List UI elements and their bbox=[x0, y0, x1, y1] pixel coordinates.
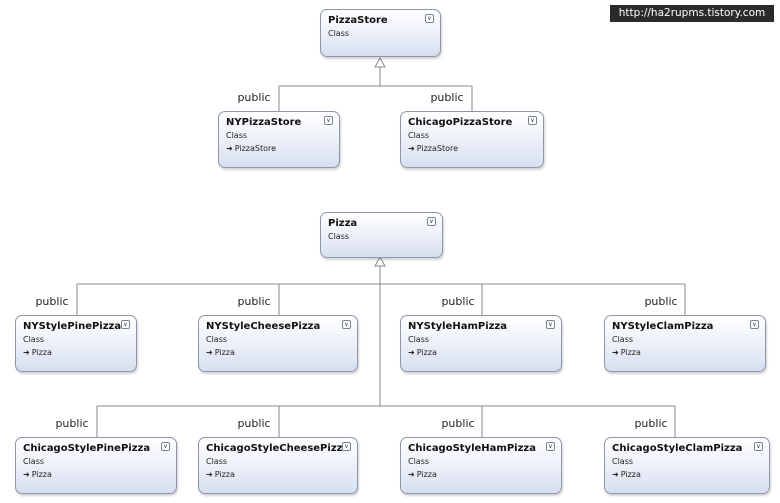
class-box-nystylecheesepizza[interactable]: NYStyleCheesePizza Class ➜Pizza ∨ bbox=[198, 315, 358, 372]
inherit-arrow-icon: ➜ bbox=[408, 470, 415, 479]
relation-label: public bbox=[35, 295, 69, 308]
class-name: ChicagoStyleCheesePizza bbox=[206, 443, 350, 454]
class-kind: Class bbox=[328, 29, 350, 38]
class-kind: Class bbox=[612, 457, 634, 466]
class-name: PizzaStore bbox=[328, 15, 388, 26]
class-name: ChicagoStyleClamPizza bbox=[612, 443, 743, 454]
class-box-nypizzastore[interactable]: NYPizzaStore Class ➜PizzaStore ∨ bbox=[218, 111, 340, 168]
double-chevron-down-icon[interactable]: ∨ bbox=[754, 442, 763, 451]
class-box-nystylepinepizza[interactable]: NYStylePinePizza Class ➜Pizza ∨ bbox=[15, 315, 137, 372]
relation-label: public bbox=[55, 417, 89, 430]
double-chevron-down-icon[interactable]: ∨ bbox=[121, 320, 130, 329]
class-name: NYStyleClamPizza bbox=[612, 321, 714, 332]
double-chevron-down-icon[interactable]: ∨ bbox=[342, 442, 351, 451]
base-class-ref: ➜Pizza bbox=[206, 348, 235, 357]
inherit-arrow-icon: ➜ bbox=[408, 348, 415, 357]
class-box-chicagostylehampizza[interactable]: ChicagoStyleHamPizza Class ➜Pizza ∨ bbox=[400, 437, 562, 494]
relation-label: public bbox=[634, 417, 668, 430]
class-name: NYStyleHamPizza bbox=[408, 321, 508, 332]
double-chevron-down-icon[interactable]: ∨ bbox=[427, 217, 436, 226]
double-chevron-down-icon[interactable]: ∨ bbox=[425, 14, 434, 23]
double-chevron-down-icon[interactable]: ∨ bbox=[161, 442, 170, 451]
double-chevron-down-icon[interactable]: ∨ bbox=[546, 320, 555, 329]
class-name: Pizza bbox=[328, 218, 358, 229]
class-kind: Class bbox=[206, 335, 228, 344]
class-kind: Class bbox=[408, 457, 430, 466]
class-box-pizza[interactable]: Pizza Class ∨ bbox=[320, 212, 443, 258]
inherit-arrow-icon: ➜ bbox=[612, 470, 619, 479]
class-name: ChicagoStyleHamPizza bbox=[408, 443, 536, 454]
inheritance-arrowhead-bottom bbox=[374, 255, 386, 267]
class-box-chicagostyleclampizza[interactable]: ChicagoStyleClamPizza Class ➜Pizza ∨ bbox=[604, 437, 770, 494]
class-name: NYStylePinePizza bbox=[23, 321, 122, 332]
class-kind: Class bbox=[328, 232, 350, 241]
class-box-nystyleclampizza[interactable]: NYStyleClamPizza Class ➜Pizza ∨ bbox=[604, 315, 766, 372]
inherit-arrow-icon: ➜ bbox=[408, 144, 415, 153]
inherit-arrow-icon: ➜ bbox=[23, 470, 30, 479]
class-box-pizzastore[interactable]: PizzaStore Class ∨ bbox=[320, 9, 441, 57]
class-kind: Class bbox=[612, 335, 634, 344]
base-class-ref: ➜Pizza bbox=[408, 348, 437, 357]
class-name: NYPizzaStore bbox=[226, 117, 302, 128]
class-box-chicagopizzastore[interactable]: ChicagoPizzaStore Class ➜PizzaStore ∨ bbox=[400, 111, 544, 168]
relation-label: public bbox=[237, 91, 271, 104]
base-class-ref: ➜Pizza bbox=[612, 470, 641, 479]
double-chevron-down-icon[interactable]: ∨ bbox=[528, 116, 537, 125]
double-chevron-down-icon[interactable]: ∨ bbox=[546, 442, 555, 451]
double-chevron-down-icon[interactable]: ∨ bbox=[342, 320, 351, 329]
base-class-ref: ➜Pizza bbox=[206, 470, 235, 479]
class-kind: Class bbox=[408, 131, 430, 140]
class-name: ChicagoPizzaStore bbox=[408, 117, 513, 128]
inherit-arrow-icon: ➜ bbox=[23, 348, 30, 357]
double-chevron-down-icon[interactable]: ∨ bbox=[750, 320, 759, 329]
class-kind: Class bbox=[23, 335, 45, 344]
class-name: ChicagoStylePinePizza bbox=[23, 443, 151, 454]
double-chevron-down-icon[interactable]: ∨ bbox=[324, 116, 333, 125]
relation-label: public bbox=[237, 417, 271, 430]
relation-label: public bbox=[441, 417, 475, 430]
class-kind: Class bbox=[23, 457, 45, 466]
base-class-ref: ➜Pizza bbox=[408, 470, 437, 479]
class-name: NYStyleCheesePizza bbox=[206, 321, 321, 332]
inherit-arrow-icon: ➜ bbox=[226, 144, 233, 153]
inherit-arrow-icon: ➜ bbox=[612, 348, 619, 357]
inherit-arrow-icon: ➜ bbox=[206, 348, 213, 357]
class-box-chicagostylecheesepizza[interactable]: ChicagoStyleCheesePizza Class ➜Pizza ∨ bbox=[198, 437, 358, 494]
base-class-ref: ➜PizzaStore bbox=[408, 144, 459, 153]
relation-label: public bbox=[430, 91, 464, 104]
watermark-url: http://ha2rupms.tistory.com bbox=[610, 5, 774, 22]
base-class-ref: ➜PizzaStore bbox=[226, 144, 277, 153]
inheritance-arrowhead-top bbox=[374, 56, 386, 68]
class-kind: Class bbox=[226, 131, 248, 140]
base-class-ref: ➜Pizza bbox=[23, 348, 52, 357]
class-kind: Class bbox=[206, 457, 228, 466]
base-class-ref: ➜Pizza bbox=[23, 470, 52, 479]
class-box-chicagostylepinepizza[interactable]: ChicagoStylePinePizza Class ➜Pizza ∨ bbox=[15, 437, 177, 494]
class-box-nystylehampizza[interactable]: NYStyleHamPizza Class ➜Pizza ∨ bbox=[400, 315, 562, 372]
base-class-ref: ➜Pizza bbox=[612, 348, 641, 357]
relation-label: public bbox=[644, 295, 678, 308]
relation-label: public bbox=[441, 295, 475, 308]
class-kind: Class bbox=[408, 335, 430, 344]
inherit-arrow-icon: ➜ bbox=[206, 470, 213, 479]
relation-label: public bbox=[237, 295, 271, 308]
